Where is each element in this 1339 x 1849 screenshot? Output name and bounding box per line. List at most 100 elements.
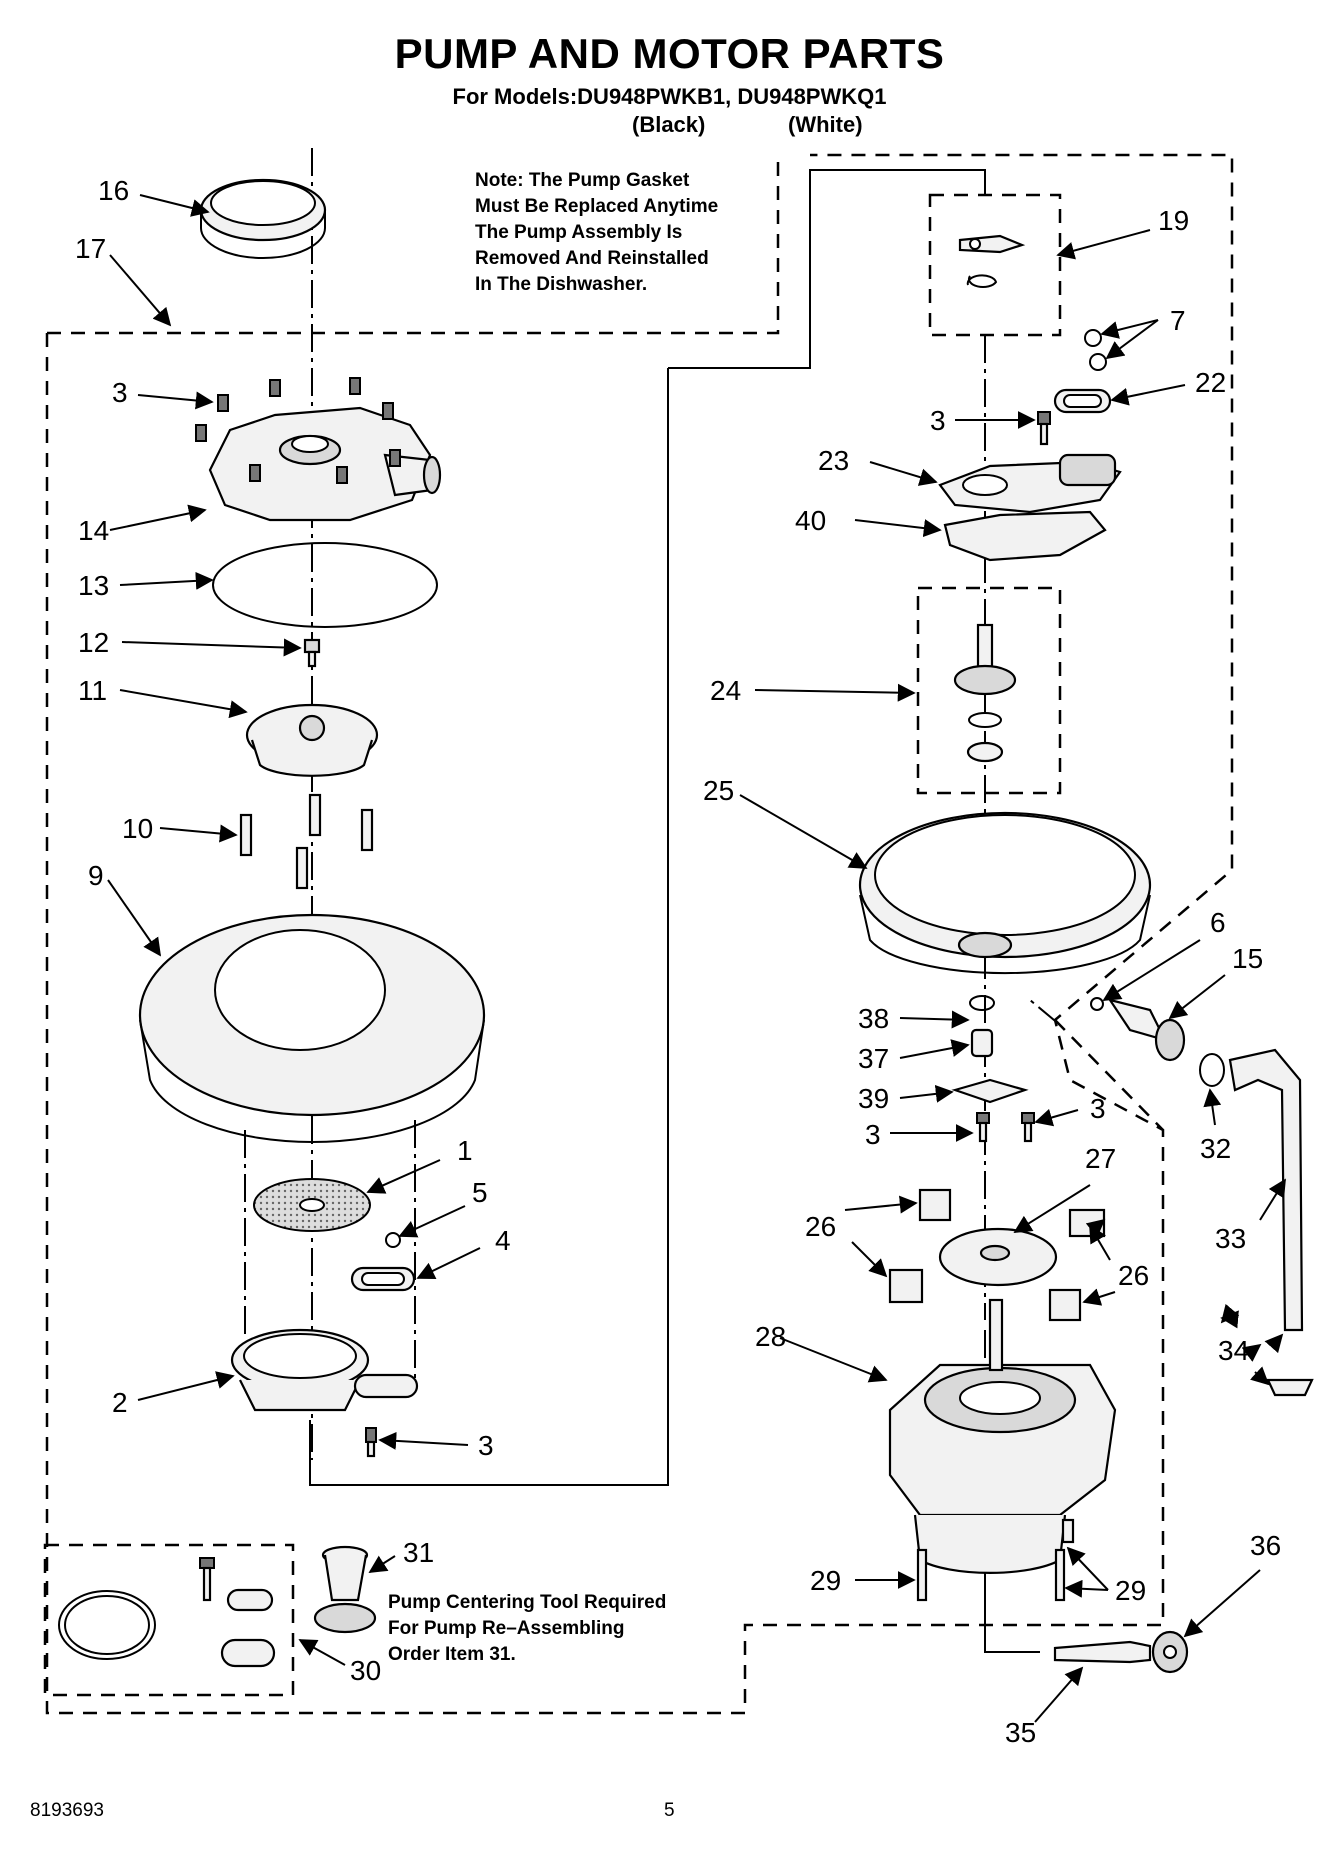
callout-37: 37 [858, 1043, 889, 1074]
part-32-clamp [1199, 1053, 1225, 1087]
part-22-seal [1053, 388, 1112, 414]
callout-10: 10 [122, 813, 153, 844]
part-16-pump-gasket [199, 178, 327, 259]
document-number: 8193693 [30, 1800, 104, 1821]
note-line: Removed And Reinstalled [475, 248, 709, 269]
page-number: 5 [664, 1800, 675, 1821]
screws-top-housing [195, 377, 401, 484]
callout-26b: 26 [1118, 1260, 1149, 1291]
part-37-bearing [970, 1028, 994, 1058]
part-4-seal [350, 1266, 416, 1292]
part-27-rotor-disc [938, 1227, 1058, 1287]
part-12-bolt [303, 638, 321, 668]
callout-1: 1 [457, 1135, 473, 1166]
part-31-centering-tool [313, 1545, 377, 1634]
part-30-gasket-kit [58, 1557, 276, 1668]
variant-black: (Black) [632, 112, 706, 137]
part-40-gasket [943, 510, 1107, 562]
part-15-valve [1107, 998, 1186, 1062]
callout-3: 3 [112, 377, 128, 408]
callout-33: 33 [1215, 1223, 1246, 1254]
part-6-ball [1090, 997, 1104, 1011]
callout-25: 25 [703, 775, 734, 806]
part-28-motor [888, 1298, 1117, 1574]
part-3-screw-upper-right [1037, 411, 1051, 446]
callout-35: 35 [1005, 1717, 1036, 1748]
callout-40: 40 [795, 505, 826, 536]
models-line: For Models:DU948PWKB1, DU948PWKQ1 [452, 84, 887, 109]
callout-34: 34 [1218, 1335, 1249, 1366]
part-30-box [43, 1543, 295, 1697]
callout-labels: 16 17 3 14 13 12 11 10 9 1 5 4 2 3 30 31… [75, 175, 1281, 1748]
callout-5: 5 [472, 1177, 488, 1208]
callout-23: 23 [818, 445, 849, 476]
callout-26: 26 [805, 1211, 836, 1242]
part-13-o-ring [212, 542, 438, 628]
callout-3b: 3 [478, 1430, 494, 1461]
callout-31: 31 [403, 1537, 434, 1568]
part-14-pump-housing [208, 406, 442, 522]
note-line: The Pump Assembly Is [475, 222, 683, 243]
part-11-impeller [245, 703, 379, 777]
group-outlines [43, 153, 1234, 1715]
part-34-cap [1266, 1378, 1314, 1397]
callout-32: 32 [1200, 1133, 1231, 1164]
pump-gasket-note: Note: The Pump Gasket Must Be Replaced A… [475, 168, 718, 298]
callout-9: 9 [88, 860, 104, 891]
variant-white: (White) [788, 112, 863, 137]
part-39-plate [951, 1078, 1029, 1104]
callout-22: 22 [1195, 367, 1226, 398]
callout-19: 19 [1158, 205, 1189, 236]
part-24-shaft-assembly [953, 623, 1017, 763]
callout-7: 7 [1170, 305, 1186, 336]
callout-24: 24 [710, 675, 741, 706]
leader-arrows [107, 194, 1286, 1723]
callout-13: 13 [78, 570, 109, 601]
page-title: PUMP AND MOTOR PARTS [394, 30, 945, 77]
callout-17: 17 [75, 233, 106, 264]
part-3-screw-bottom [365, 1427, 377, 1458]
part-25-motor-housing [858, 811, 1152, 975]
callout-14: 14 [78, 515, 109, 546]
part-9-pump-base [138, 913, 486, 1143]
callout-15: 15 [1232, 943, 1263, 974]
callout-3e: 3 [865, 1119, 881, 1150]
part-2-pump-ring [230, 1328, 419, 1412]
callout-3d: 3 [1090, 1093, 1106, 1124]
part-7-balls [1084, 329, 1107, 371]
part-35-harness [1053, 1640, 1152, 1664]
pump-gasket-box [47, 158, 780, 335]
callout-6: 6 [1210, 907, 1226, 938]
callout-11: 11 [78, 675, 107, 706]
callout-29b: 29 [1115, 1575, 1146, 1606]
part-19-box [928, 193, 1062, 337]
callout-12: 12 [78, 627, 109, 658]
part-19-clip-spring [958, 234, 1026, 288]
part-3-screws-middle-right [976, 1112, 1035, 1143]
callout-29: 29 [810, 1565, 841, 1596]
part-36-connector [1151, 1630, 1189, 1674]
centering-tool-note: Pump Centering Tool Required For Pump Re… [388, 1590, 666, 1668]
part-23-diverter [938, 453, 1122, 514]
note-line: Pump Centering Tool Required [388, 1592, 667, 1613]
part-29-screws [916, 1518, 1075, 1602]
part-24-box [916, 586, 1062, 795]
callout-39: 39 [858, 1083, 889, 1114]
connector-lines [309, 169, 1040, 1653]
part-1-filter-screen [253, 1178, 371, 1232]
callout-38: 38 [858, 1003, 889, 1034]
note-line: Note: The Pump Gasket [475, 170, 690, 191]
callout-16: 16 [98, 175, 129, 206]
callout-36: 36 [1250, 1530, 1281, 1561]
part-38-seal [969, 995, 995, 1011]
callout-27: 27 [1085, 1143, 1116, 1174]
part-10-screws [239, 793, 374, 890]
note-line: Order Item 31. [388, 1644, 516, 1665]
callout-28: 28 [755, 1321, 786, 1352]
callout-30: 30 [350, 1655, 381, 1686]
motor-region-box [1054, 1019, 1164, 1131]
note-line: Must Be Replaced Anytime [475, 196, 719, 217]
callout-4: 4 [495, 1225, 511, 1256]
callout-2: 2 [112, 1387, 128, 1418]
